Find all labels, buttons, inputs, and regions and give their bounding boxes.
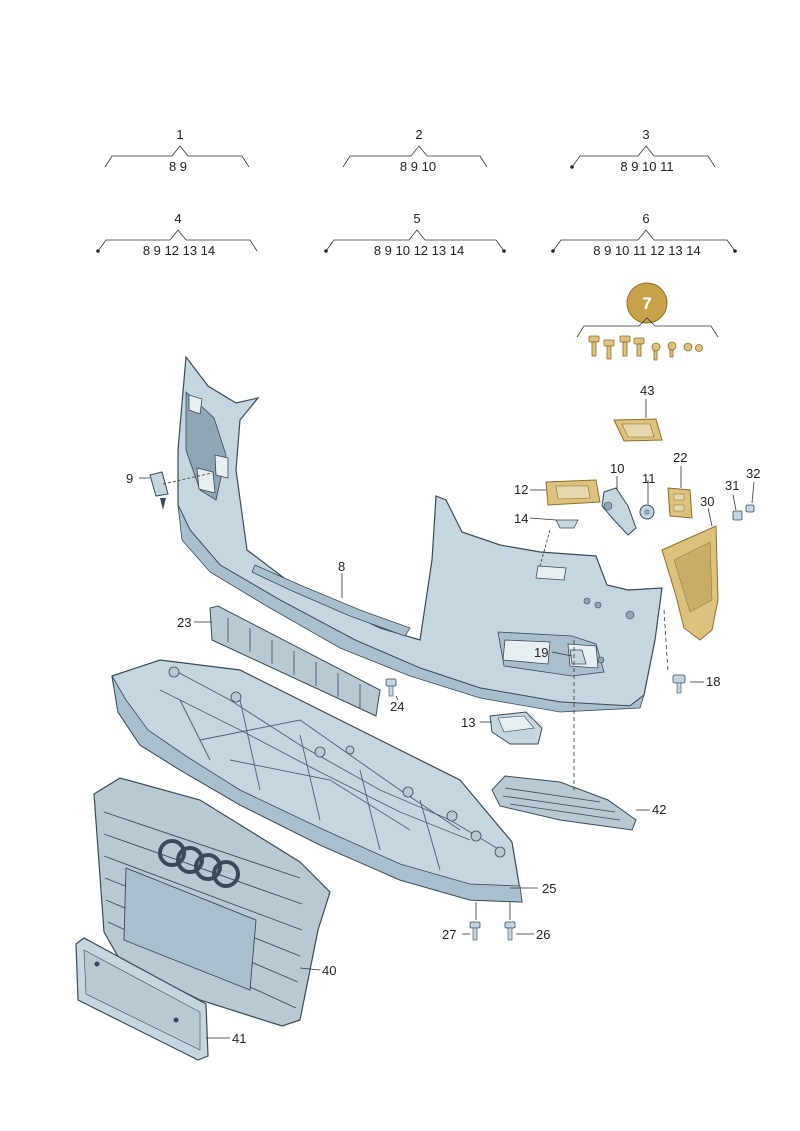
group-label-4: 4 — [174, 211, 181, 226]
callout-10: 10 — [610, 461, 624, 476]
part-42-side-grille — [491, 775, 637, 831]
kit-7-label: 7 — [642, 294, 651, 313]
group-items-1: 8 9 — [169, 159, 187, 174]
group-bracket-1: 1 8 9 — [104, 127, 250, 174]
group-bracket-4: 4 8 9 12 13 14 — [96, 211, 258, 258]
group-items-5: 8 9 10 12 13 14 — [374, 243, 464, 258]
group-items-6: 8 9 10 11 12 13 14 — [593, 243, 700, 258]
group-label-6: 6 — [642, 211, 649, 226]
callout-labels: 9 8 23 24 43 12 14 10 11 22 30 31 32 19 … — [126, 383, 760, 1046]
part-19-sensor — [569, 649, 587, 665]
part-18-screw — [672, 674, 686, 694]
part-24-screw — [385, 678, 397, 697]
callout-9: 9 — [126, 471, 133, 486]
callout-24: 24 — [390, 699, 404, 714]
kit-7-badge — [626, 282, 668, 324]
callout-41: 41 — [232, 1031, 246, 1046]
callout-27: 27 — [442, 927, 456, 942]
group-bracket-3: 3 8 9 10 11 — [570, 127, 716, 174]
callout-12: 12 — [514, 482, 528, 497]
group-items-3: 8 9 10 11 — [620, 159, 673, 174]
bumper-cover — [177, 355, 663, 713]
part-22-bracket — [667, 487, 693, 519]
callout-14: 14 — [514, 511, 528, 526]
callout-30: 30 — [700, 494, 714, 509]
group-items-2: 8 9 10 — [400, 159, 436, 174]
leader-lines — [139, 466, 755, 1039]
fastener-kit-7: 7 — [576, 282, 719, 361]
part-10-bracket — [601, 487, 637, 536]
callout-32: 32 — [746, 466, 760, 481]
part-43-cover — [613, 399, 663, 442]
callout-25: 25 — [542, 881, 556, 896]
audi-rings-icon — [158, 839, 240, 888]
part-23-retainer — [209, 605, 381, 717]
group-bracket-6: 6 8 9 10 11 12 13 14 — [551, 211, 737, 258]
callout-11: 11 — [642, 471, 656, 486]
callout-8: 8 — [338, 559, 345, 574]
group-bracket-2: 2 8 9 10 — [342, 127, 488, 174]
callout-31: 31 — [725, 478, 739, 493]
callout-19: 19 — [534, 645, 548, 660]
group-label-2: 2 — [415, 127, 422, 142]
callout-22: 22 — [673, 450, 687, 465]
part-12-bracket — [545, 479, 601, 506]
part-25-undertray — [111, 659, 523, 903]
group-label-1: 1 — [176, 127, 183, 142]
part-41-plate-holder — [75, 937, 209, 1061]
group-bracket-5: 5 8 9 10 12 13 14 — [324, 211, 506, 258]
part-9-cover — [149, 471, 169, 510]
callout-23: 23 — [177, 615, 191, 630]
callout-40: 40 — [322, 963, 336, 978]
callout-18: 18 — [706, 674, 720, 689]
part-40-front-grille — [93, 777, 331, 1027]
group-label-3: 3 — [642, 127, 649, 142]
part-26-27-screws — [469, 921, 516, 941]
group-items-4: 8 9 12 13 14 — [143, 243, 215, 258]
callout-13: 13 — [461, 715, 475, 730]
callout-43: 43 — [640, 383, 654, 398]
callout-26: 26 — [536, 927, 550, 942]
group-label-5: 5 — [413, 211, 420, 226]
part-13-cover — [489, 711, 543, 745]
part-31-32-screws — [732, 504, 755, 521]
part-30-guide — [661, 525, 719, 641]
part-11-clip — [639, 504, 655, 520]
callout-42: 42 — [652, 802, 666, 817]
part-14-clip — [555, 519, 579, 529]
